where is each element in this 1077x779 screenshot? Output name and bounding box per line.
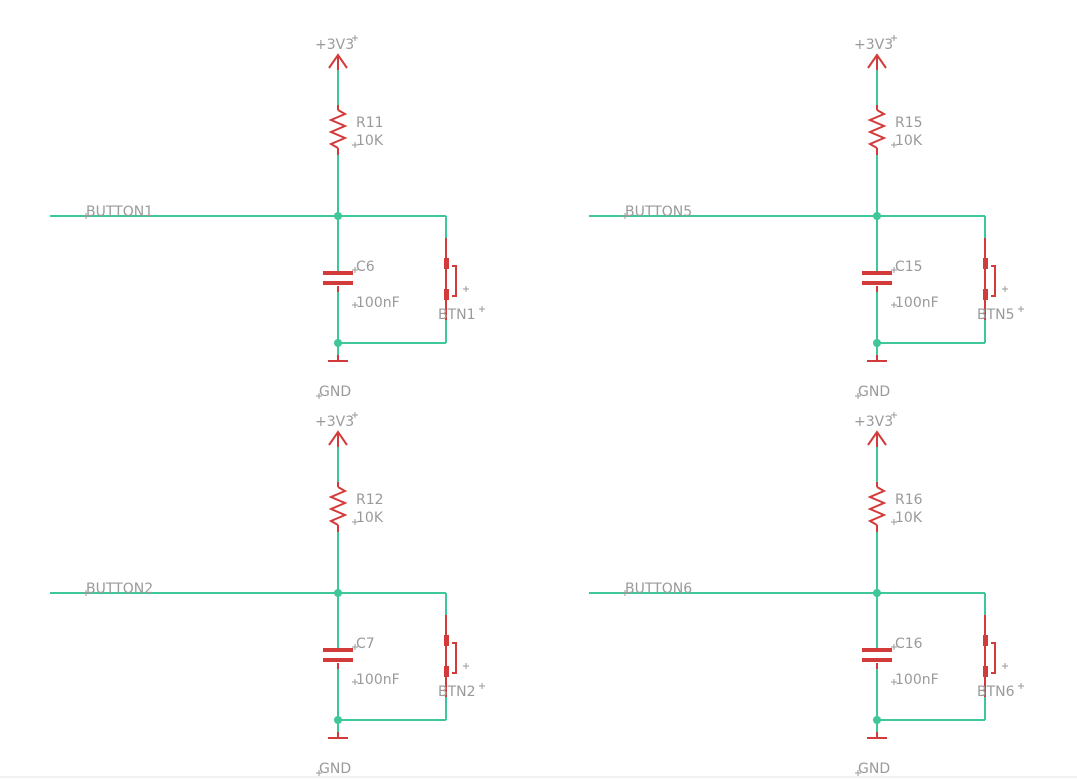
supply-arrow-icon — [328, 53, 348, 69]
capacitor-plate-bottom — [323, 281, 353, 285]
resistor-name: R12 — [356, 492, 384, 508]
junction-dot — [873, 589, 881, 597]
resistor-value: 10K — [895, 510, 923, 526]
button-name: BTN1 — [438, 307, 476, 323]
junction-dot — [873, 339, 881, 347]
supply-label: +3V3 — [854, 37, 893, 53]
capacitor-plate-bottom — [862, 281, 892, 285]
resistor-name: R16 — [895, 492, 923, 508]
ground-label: GND — [858, 384, 890, 400]
capacitor-name: C6 — [356, 259, 375, 275]
resistor-icon — [867, 486, 887, 526]
supply-arrow-icon — [867, 53, 887, 69]
button-contact — [983, 666, 988, 677]
ground-label: GND — [858, 761, 890, 777]
push-button-icon — [452, 265, 457, 297]
ground-label: GND — [319, 761, 351, 777]
capacitor-value: 100nF — [356, 295, 400, 311]
capacitor-plate-bottom — [862, 658, 892, 662]
junction-dot — [873, 212, 881, 220]
capacitor-plate-bottom — [323, 658, 353, 662]
ground-label: GND — [319, 384, 351, 400]
junction-dot — [873, 716, 881, 724]
button-name: BTN6 — [977, 684, 1015, 700]
push-button-icon — [452, 642, 457, 674]
button-contact — [983, 289, 988, 300]
capacitor-plate-top — [862, 271, 892, 275]
push-button-icon — [991, 265, 996, 297]
junction-dot — [334, 716, 342, 724]
supply-arrow-icon — [867, 430, 887, 446]
capacitor-value: 100nF — [895, 672, 939, 688]
supply-label: +3V3 — [315, 414, 354, 430]
button-contact — [444, 635, 449, 646]
button-name: BTN2 — [438, 684, 476, 700]
capacitor-plate-top — [862, 648, 892, 652]
capacitor-plate-top — [323, 271, 353, 275]
supply-label: +3V3 — [315, 37, 354, 53]
button-name: BTN5 — [977, 307, 1015, 323]
push-button-icon — [991, 642, 996, 674]
button-contact — [444, 666, 449, 677]
net-label: BUTTON2 — [86, 581, 153, 597]
net-label: BUTTON1 — [86, 204, 153, 220]
junction-dot — [334, 339, 342, 347]
resistor-value: 10K — [356, 510, 384, 526]
net-label: BUTTON5 — [625, 204, 692, 220]
button-contact — [444, 289, 449, 300]
supply-label: +3V3 — [854, 414, 893, 430]
junction-dot — [334, 212, 342, 220]
resistor-name: R11 — [356, 115, 384, 131]
capacitor-plate-top — [323, 648, 353, 652]
resistor-value: 10K — [356, 133, 384, 149]
capacitor-value: 100nF — [356, 672, 400, 688]
capacitor-name: C15 — [895, 259, 923, 275]
resistor-icon — [328, 486, 348, 526]
capacitor-name: C7 — [356, 636, 375, 652]
junction-dot — [334, 589, 342, 597]
button-contact — [444, 258, 449, 269]
resistor-icon — [328, 109, 348, 149]
resistor-value: 10K — [895, 133, 923, 149]
resistor-icon — [867, 109, 887, 149]
button-contact — [983, 635, 988, 646]
capacitor-value: 100nF — [895, 295, 939, 311]
supply-arrow-icon — [328, 430, 348, 446]
resistor-name: R15 — [895, 115, 923, 131]
button-contact — [983, 258, 988, 269]
net-label: BUTTON6 — [625, 581, 692, 597]
capacitor-name: C16 — [895, 636, 923, 652]
